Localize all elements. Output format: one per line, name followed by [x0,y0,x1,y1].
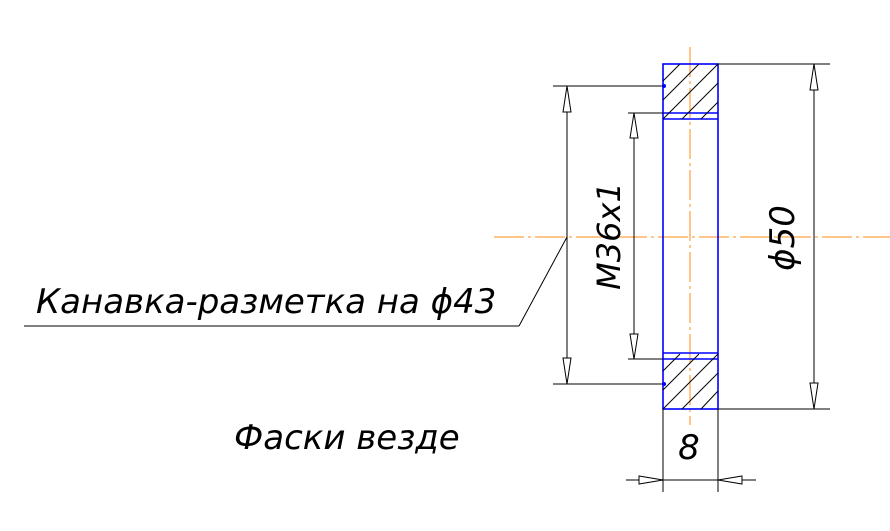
thickness-label: 8 [678,428,700,468]
groove-dimension [553,84,666,386]
hatch-line [700,390,719,410]
thickness-dimension: 8 [626,409,756,492]
hatch-line [681,372,719,410]
arrow-head [809,382,819,410]
groove-note: Канавка-разметка на ϕ43 [36,282,496,322]
hatch-line [662,63,719,120]
hatch-line [681,82,719,120]
arrow-head [717,475,743,485]
groove-leader: Канавка-разметка на ϕ43 [24,236,568,327]
hatch-line [662,353,719,410]
hatch-line [662,63,681,82]
leader-line [518,236,568,327]
chamfer-note: Фаски везде [234,418,460,458]
hatch-line [700,101,719,120]
arrow-head [629,112,639,139]
hatching-upper [662,63,719,120]
arrow-head [562,85,572,113]
hatching-lower [662,353,719,410]
groove-point [662,382,666,386]
thread-dimension-label: М36х1 [590,182,628,290]
outer-diameter-label: ϕ50 [763,205,803,271]
washer-section [662,63,719,410]
axis-lines [494,47,890,425]
arrow-head [629,333,639,360]
hatch-line [662,353,700,391]
groove-point [662,84,666,88]
hatch-line [662,353,681,372]
section-outline [662,63,719,410]
arrow-head [638,475,664,485]
outer-diameter-dimension: ϕ50 [718,63,830,410]
hatch-line [662,63,700,101]
arrow-head [562,357,572,385]
arrow-head [809,63,819,91]
thread-dimension: М36х1 [590,112,663,360]
